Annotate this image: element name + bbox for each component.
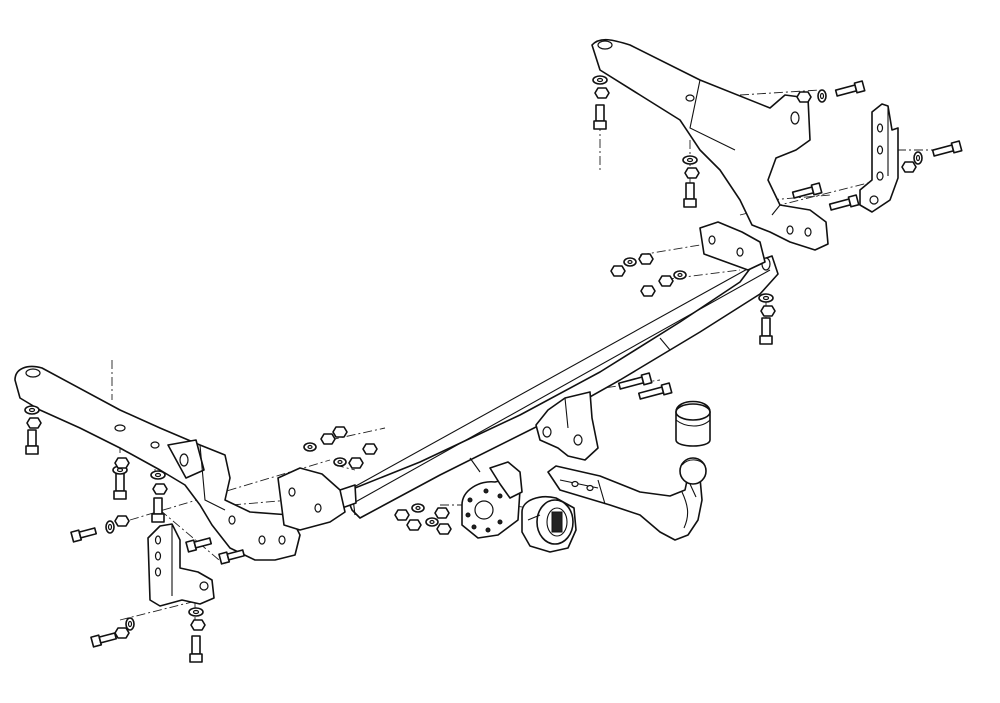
cross-beam	[339, 255, 779, 519]
right-end-plate	[699, 221, 766, 271]
tow-ball-arm	[547, 457, 707, 541]
right-angle-bracket	[859, 103, 899, 213]
bolts	[25, 80, 963, 663]
left-side-bracket	[14, 365, 301, 561]
ball-cover-cap	[675, 400, 711, 447]
washers	[24, 75, 923, 631]
nuts	[26, 87, 917, 639]
ball-mount-bracket	[535, 391, 599, 461]
left-end-plate	[277, 467, 346, 531]
electrical-socket	[521, 496, 577, 553]
left-angle-bracket	[147, 523, 215, 607]
right-side-bracket	[591, 38, 829, 251]
socket-plate	[461, 461, 523, 539]
